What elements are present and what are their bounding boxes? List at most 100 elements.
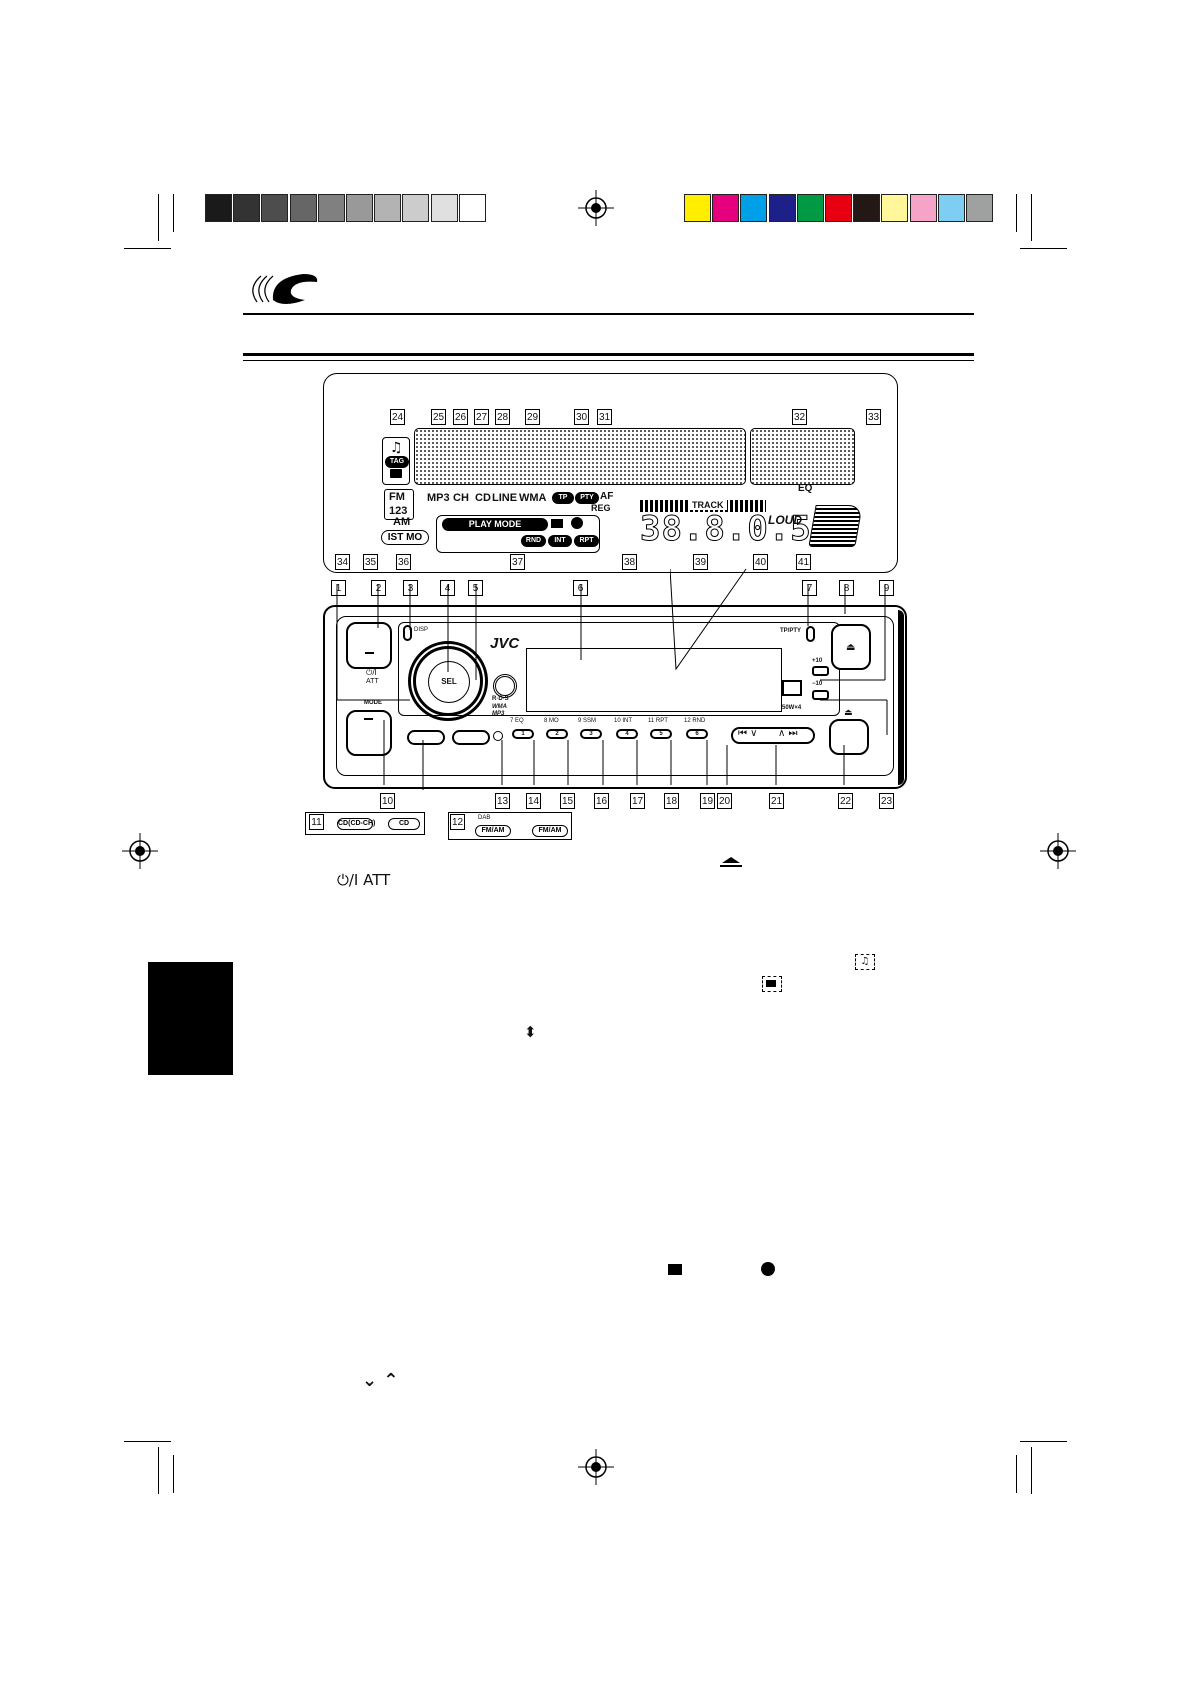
disp-button[interactable]	[403, 625, 412, 641]
color-swatch	[684, 194, 711, 222]
callout-number: 1	[331, 580, 346, 596]
callout-number: 36	[396, 554, 411, 570]
callout-number: 39	[693, 554, 708, 570]
preset-button[interactable]: 5	[650, 729, 672, 739]
callout-number: 31	[597, 409, 612, 425]
preset-label: 12 RND	[684, 718, 706, 724]
skip-back-icon: ⏮ ∨	[738, 728, 758, 739]
cd-logo-icon	[782, 680, 802, 696]
rds-logo-icon	[493, 674, 517, 698]
display-callout-pointer	[670, 568, 747, 671]
display-window-diagram	[323, 373, 898, 573]
att-symbol-label: ⏻/I	[366, 668, 377, 677]
tp-pty-label: TP/PTY	[780, 628, 802, 634]
callout-number: 16	[594, 793, 609, 809]
gray-swatch	[374, 194, 402, 222]
wma-mp3-logo: WMA MP3	[492, 704, 507, 717]
att-label: ATT	[366, 678, 379, 685]
color-swatch	[966, 194, 993, 222]
am-indicator: AM	[393, 516, 411, 528]
crop-mark	[173, 1455, 174, 1493]
cd-ch-label: CD(CD-CH)	[337, 818, 375, 830]
line-indicator: LINE	[492, 492, 518, 504]
registration-target-icon	[578, 190, 614, 226]
fm-am-label: FM/AM	[532, 825, 568, 837]
preset-button[interactable]: 1	[512, 729, 534, 739]
preset-label: 7 EQ	[510, 718, 524, 724]
gray-swatch	[458, 194, 486, 222]
power-att-button[interactable]	[346, 622, 392, 669]
minus10-button[interactable]	[812, 690, 829, 700]
callout-number: 27	[474, 409, 489, 425]
callout-number: 12	[450, 814, 465, 830]
color-swatch	[853, 194, 881, 222]
sel-button[interactable]: SEL	[428, 661, 470, 703]
gray-swatch	[289, 194, 317, 222]
section-logo-icon	[252, 274, 318, 304]
cd-indicator: CD	[475, 492, 491, 504]
fm-am-label: FM/AM	[475, 825, 511, 837]
mode-label: MODE	[364, 700, 382, 706]
panel-release-icon: ⏏	[844, 708, 853, 718]
callout-number: 18	[664, 793, 679, 809]
gray-swatch	[430, 194, 458, 222]
fm-am-source-button[interactable]	[452, 730, 490, 745]
registration-target-icon	[578, 1449, 614, 1485]
mp3-indicator: MP3	[427, 492, 450, 504]
crop-mark	[1016, 194, 1017, 232]
rds-label: R·D·S	[492, 696, 509, 702]
section-rule	[243, 360, 974, 361]
callout-number: 38	[622, 554, 637, 570]
tp-pty-button[interactable]	[806, 626, 815, 642]
cd-ch-source-button[interactable]	[407, 730, 445, 745]
preset-button[interactable]: 4	[616, 729, 638, 739]
color-swatch	[937, 194, 965, 222]
panel-release-button[interactable]	[829, 719, 869, 755]
disc-icon	[571, 517, 583, 529]
callout-number: 24	[390, 409, 405, 425]
crop-mark	[1031, 1447, 1032, 1494]
callout-number: 20	[717, 793, 732, 809]
plus10-button[interactable]	[812, 666, 829, 676]
preset-button[interactable]: 3	[580, 729, 602, 739]
preset-label: 8 MO	[544, 718, 559, 724]
tag-indicator: TAG	[385, 456, 409, 468]
dab-label: DAB	[478, 815, 491, 821]
color-swatch	[768, 194, 796, 222]
preset-label: 10 INT	[614, 718, 633, 724]
callout-number: 34	[335, 554, 350, 570]
gray-swatch	[402, 194, 430, 222]
minus10-label: −10	[812, 681, 823, 687]
section-rule	[243, 353, 974, 356]
callout-number: 40	[753, 554, 768, 570]
callout-number: 22	[838, 793, 853, 809]
folder-icon	[668, 1264, 682, 1275]
preset-button[interactable]: 6	[686, 729, 708, 739]
callout-number: 26	[453, 409, 468, 425]
crop-mark	[124, 1441, 171, 1442]
eject-button[interactable]	[831, 624, 871, 670]
int-indicator: INT	[548, 535, 572, 547]
play-mode-indicator: PLAY MODE	[442, 518, 548, 531]
minus-icon	[365, 652, 374, 654]
color-swatch	[825, 194, 852, 222]
track-skip-buttons[interactable]	[731, 727, 815, 744]
skip-forward-icon: ∧ ⏭	[778, 728, 798, 739]
eject-icon: ⏏	[846, 642, 856, 653]
callout-number: 14	[526, 793, 541, 809]
cd-label: CD	[388, 818, 420, 830]
gray-swatch	[205, 194, 232, 222]
eject-text-icon	[718, 855, 744, 867]
callout-number: 8	[839, 580, 854, 596]
reg-indicator: REG	[591, 503, 611, 513]
panel-edge	[898, 610, 904, 785]
callout-number: 29	[525, 409, 540, 425]
callout-number: 11	[309, 814, 324, 830]
callout-number: 17	[630, 793, 645, 809]
preset-button[interactable]: 2	[546, 729, 568, 739]
preset-label: 11 RPT	[648, 718, 668, 724]
color-swatch	[740, 194, 768, 222]
ist-mo-indicator: IST MO	[381, 530, 429, 545]
display-toggle-icon: ⬍	[524, 1023, 537, 1041]
reset-icon[interactable]	[493, 731, 503, 741]
